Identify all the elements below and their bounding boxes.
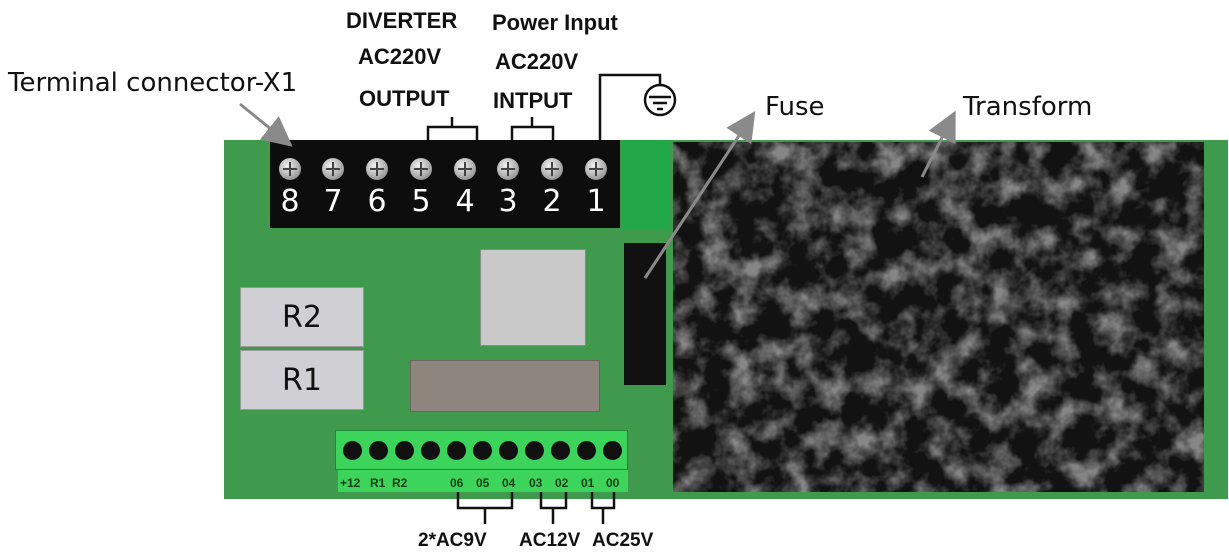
pin-label: +12: [340, 476, 361, 490]
power-bracket: [510, 117, 555, 140]
connector-pin: [369, 441, 388, 460]
terminal-screw-2: [541, 158, 563, 180]
terminal-number: 6: [367, 184, 387, 219]
connector-pin: [343, 441, 362, 460]
pin-label: 04: [502, 476, 516, 490]
pin-label: 01: [581, 476, 595, 490]
relay-square: [480, 249, 586, 346]
ac12v-label: AC12V: [519, 530, 581, 551]
relay-rect: [410, 360, 600, 412]
transformer: [673, 142, 1204, 492]
terminal-screw-4: [454, 158, 476, 180]
connector-pin: [473, 441, 492, 460]
bottom-pin-connector: [335, 430, 628, 470]
fuse-label: Fuse: [765, 92, 825, 122]
connector-pin: [551, 441, 570, 460]
diverter-bracket: [426, 117, 479, 140]
power-input-label-line1: Power Input: [492, 10, 618, 35]
resistor-r2: R2: [240, 287, 364, 347]
transformer-texture: [673, 142, 1204, 492]
diverter-label-line1: DIVERTER: [346, 8, 458, 33]
terminal-screw-8: [279, 158, 301, 180]
terminal-screw-7: [322, 158, 344, 180]
terminal-number: 7: [323, 184, 343, 219]
ground-wire: [598, 73, 662, 140]
pin-label: 06: [450, 476, 464, 490]
pin-label: R2: [392, 476, 408, 490]
terminal-number: 2: [542, 184, 562, 219]
connector-pin: [577, 441, 596, 460]
connector-pin: [499, 441, 518, 460]
connector-pin: [447, 441, 466, 460]
terminal-number: 3: [498, 184, 518, 219]
pin-label: 02: [555, 476, 569, 490]
terminal-connector-label: Terminal connector-X1: [8, 68, 298, 98]
terminal-number: 8: [280, 184, 300, 219]
ac9v-label: 2*AC9V: [418, 530, 487, 551]
terminal-number: 5: [411, 184, 431, 219]
terminal-screw-1: [585, 158, 607, 180]
terminal-screw-3: [497, 158, 519, 180]
fuse-holder: [624, 243, 666, 385]
terminal-screw-6: [366, 158, 388, 180]
pin-label: 03: [529, 476, 543, 490]
power-input-label-line2: AC220V: [495, 49, 579, 74]
terminal-block-x1: 8 7 6 5 4 3 2 1: [270, 140, 620, 228]
terminal-number: 4: [455, 184, 475, 219]
pin-label: 05: [476, 476, 490, 490]
power-input-label-line3: INTPUT: [493, 88, 573, 113]
connector-pin: [421, 441, 440, 460]
diverter-label-line3: OUTPUT: [359, 86, 450, 111]
diverter-label-line2: AC220V: [358, 44, 442, 69]
terminal-screw-5: [410, 158, 432, 180]
board-green-tab: [621, 140, 669, 230]
pin-label: 00: [606, 476, 620, 490]
pin-label: R1: [370, 476, 386, 490]
pin-label-strip: [338, 470, 628, 492]
resistor-r1: R1: [240, 350, 364, 410]
terminal-connector-arrow: [239, 102, 293, 147]
connector-pin: [603, 441, 622, 460]
ac25v-label: AC25V: [592, 530, 654, 551]
transform-label: Transform: [963, 92, 1093, 122]
terminal-number: 1: [586, 184, 606, 219]
ground-symbol-icon: [643, 83, 677, 117]
connector-pin: [525, 441, 544, 460]
connector-pin: [395, 441, 414, 460]
